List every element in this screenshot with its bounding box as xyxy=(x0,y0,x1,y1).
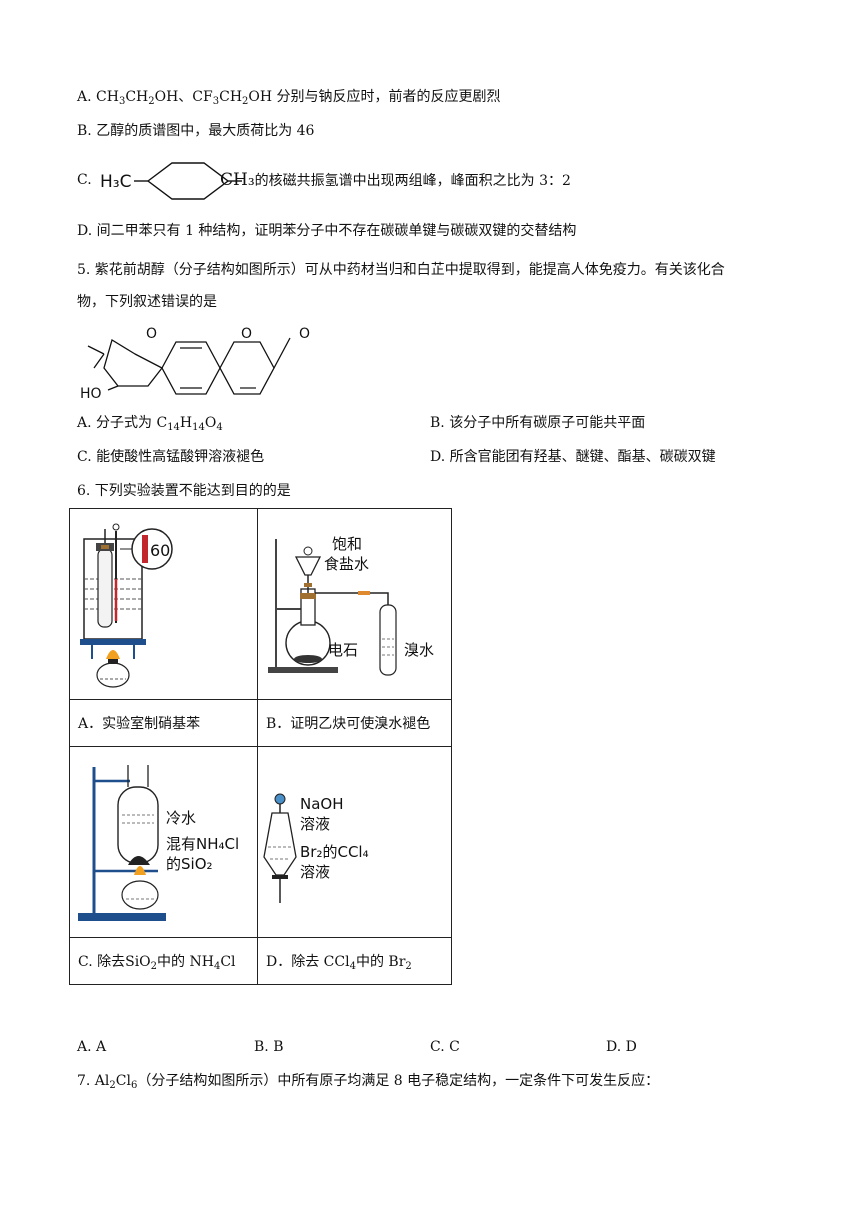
methyl-left-label: H₃C xyxy=(100,172,131,192)
panel-b-label-carbide: 电石 xyxy=(328,641,358,659)
q4-option-c-prefix: C. xyxy=(77,172,92,188)
panel-c-image: 冷水 混有NH₄Cl 的SiO₂ xyxy=(69,746,258,938)
panel-d-caption: D．除去 CCl4 中的 Br2 xyxy=(257,937,452,985)
q5-option-d: D. 所含官能团有羟基、醚键、酯基、碳碳双键 xyxy=(430,449,716,465)
q4-option-d: D. 间二甲苯只有 1 种结构，证明苯分子中不存在碳碳单键与碳碳双键的交替结构 xyxy=(77,223,577,239)
panel-d-label-br2-ccl4: Br₂的CCl₄ xyxy=(300,843,369,861)
q4-option-a: A. CH3CH2OH、CF3CH2OH 分别与钠反应时，前者的反应更剧烈 xyxy=(77,89,501,107)
experiment-table: 60 xyxy=(69,508,452,985)
coumarin-structure: O O O HO xyxy=(80,326,310,402)
dimethylcyclohexane-structure: H₃C xyxy=(100,162,242,200)
panel-b-label-saturated: 饱和 xyxy=(332,535,362,553)
pyran-oxygen-label: O xyxy=(146,326,157,342)
q5-stem-line1: 5. 紫花前胡醇（分子结构如图所示）可从中药材当归和白芷中提取得到，能提高人体免… xyxy=(77,262,725,278)
thermometer-reading: 60 xyxy=(150,541,170,560)
q6-option-a: A. A xyxy=(77,1039,107,1055)
lactone-oxygen-label: O xyxy=(241,326,252,342)
panel-d-label-solution2: 溶液 xyxy=(300,863,330,881)
q6-option-b: B. B xyxy=(254,1039,284,1055)
q5-option-b: B. 该分子中所有碳原子可能共平面 xyxy=(430,415,646,431)
panel-b-image: 饱和 食盐水 电石 溴水 xyxy=(257,508,452,700)
panel-d-image: NaOH 溶液 Br₂的CCl₄ 溶液 xyxy=(257,746,452,938)
q4-option-c-text: CH₃的核磁共振氢谱中出现两组峰，峰面积之比为 3：2 xyxy=(220,170,571,190)
panel-d-label-naoh: NaOH xyxy=(300,795,344,813)
panel-c-caption: C. 除去SiO2 中的 NH4Cl xyxy=(69,937,258,985)
panel-a-caption: A．实验室制硝基苯 xyxy=(69,699,258,747)
panel-c-label-mixture: 混有NH₄Cl xyxy=(166,835,239,853)
panel-b-caption: B．证明乙炔可使溴水褪色 xyxy=(257,699,452,747)
q5-option-a: A. 分子式为 C14H14O4 xyxy=(77,415,223,433)
q4-option-c: C. xyxy=(77,170,92,190)
panel-c-label-cold-water: 冷水 xyxy=(166,809,196,827)
q4-option-b: B. 乙醇的质谱图中，最大质荷比为 46 xyxy=(77,123,315,139)
q7-stem: 7. Al2Cl6（分子结构如图所示）中所有原子均满足 8 电子稳定结构，一定条… xyxy=(77,1073,660,1091)
q6-option-c: C. C xyxy=(430,1039,460,1055)
panel-c-label-silica: 的SiO₂ xyxy=(166,855,213,873)
panel-b-label-brine: 食盐水 xyxy=(324,555,369,573)
hydroxyl-label: HO xyxy=(80,386,102,402)
panel-b-label-bromine-water: 溴水 xyxy=(404,641,434,659)
q6-stem: 6. 下列实验装置不能达到目的的是 xyxy=(77,483,291,499)
panel-d-label-solution1: 溶液 xyxy=(300,815,330,833)
q5-option-c: C. 能使酸性高锰酸钾溶液褪色 xyxy=(77,449,265,465)
panel-a-image: 60 xyxy=(69,508,258,700)
carbonyl-oxygen-label: O xyxy=(299,326,310,342)
q6-option-d: D. D xyxy=(606,1039,637,1055)
methyl-right-label: CH₃ xyxy=(220,170,255,190)
q5-stem-line2: 物，下列叙述错误的是 xyxy=(77,294,217,310)
